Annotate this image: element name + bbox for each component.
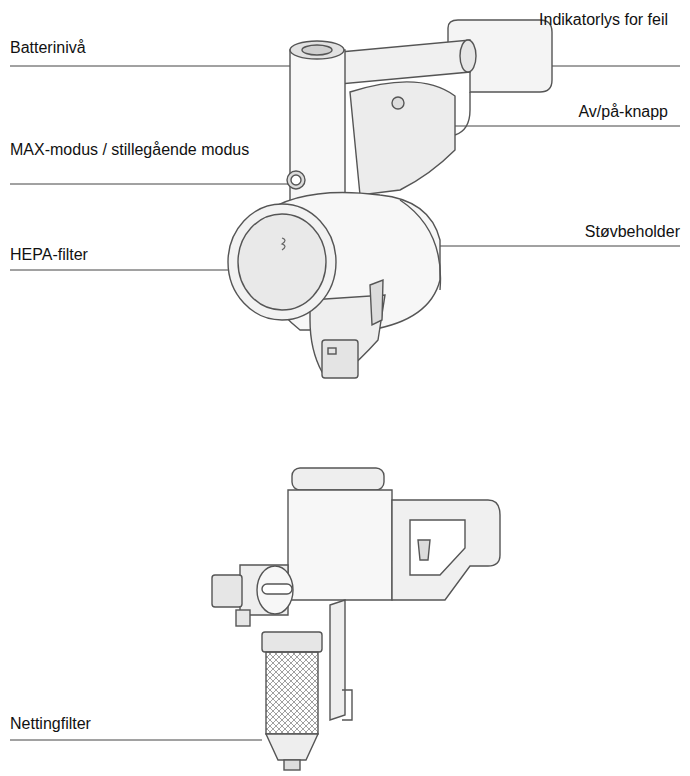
part-label: Indikatorlys for feil: [539, 10, 668, 30]
part-label: Støvbeholder: [585, 222, 680, 242]
part-label: HEPA-filter: [10, 245, 88, 265]
part-label: Av/på-knapp: [578, 102, 668, 122]
part-label: MAX-modus / stillegående modus: [10, 140, 275, 160]
vacuum-side-view: [212, 468, 500, 770]
part-label: Nettingfilter: [10, 714, 91, 734]
part-label: Batterinivå: [10, 38, 86, 58]
vacuum-front-view: [228, 20, 552, 378]
